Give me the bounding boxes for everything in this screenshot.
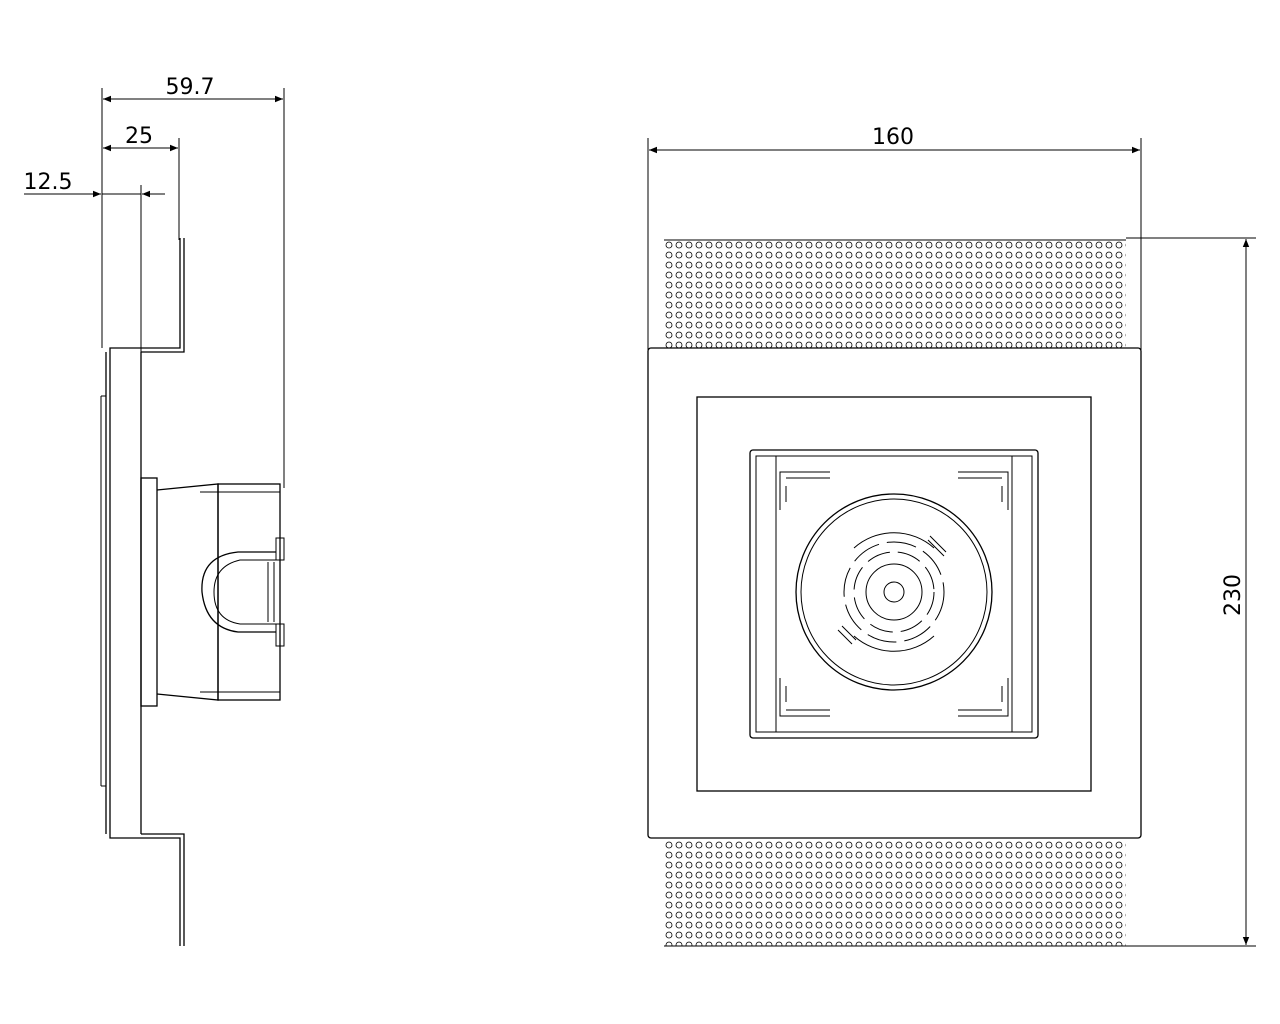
lamp-module [749, 449, 1039, 739]
perforated-mesh-top [664, 240, 1126, 348]
corner-clips [779, 471, 1009, 717]
side-view: 59.7 25 12.5 [24, 75, 285, 946]
dimension-height: 230 [1126, 237, 1256, 947]
dimension-overall-depth: 59.7 [101, 75, 285, 488]
dim-label-overall: 59.7 [166, 75, 215, 100]
dim-label-height: 230 [1221, 574, 1246, 616]
dimension-flange-depth: 25 [103, 124, 180, 240]
front-view: 160 230 [647, 125, 1256, 947]
perforated-mesh-bottom [664, 838, 1126, 946]
lens-assembly [795, 493, 993, 691]
inner-frame [696, 396, 1092, 792]
dim-label-flange: 25 [125, 124, 153, 149]
dimension-width: 160 [647, 125, 1142, 350]
outer-frame [647, 347, 1142, 839]
dim-label-plate: 12.5 [24, 170, 73, 195]
dim-label-width: 160 [872, 125, 914, 150]
mounting-plate-profile [100, 238, 185, 946]
dimension-plate-thickness: 12.5 [24, 170, 165, 470]
lamp-housing-profile [140, 477, 285, 707]
